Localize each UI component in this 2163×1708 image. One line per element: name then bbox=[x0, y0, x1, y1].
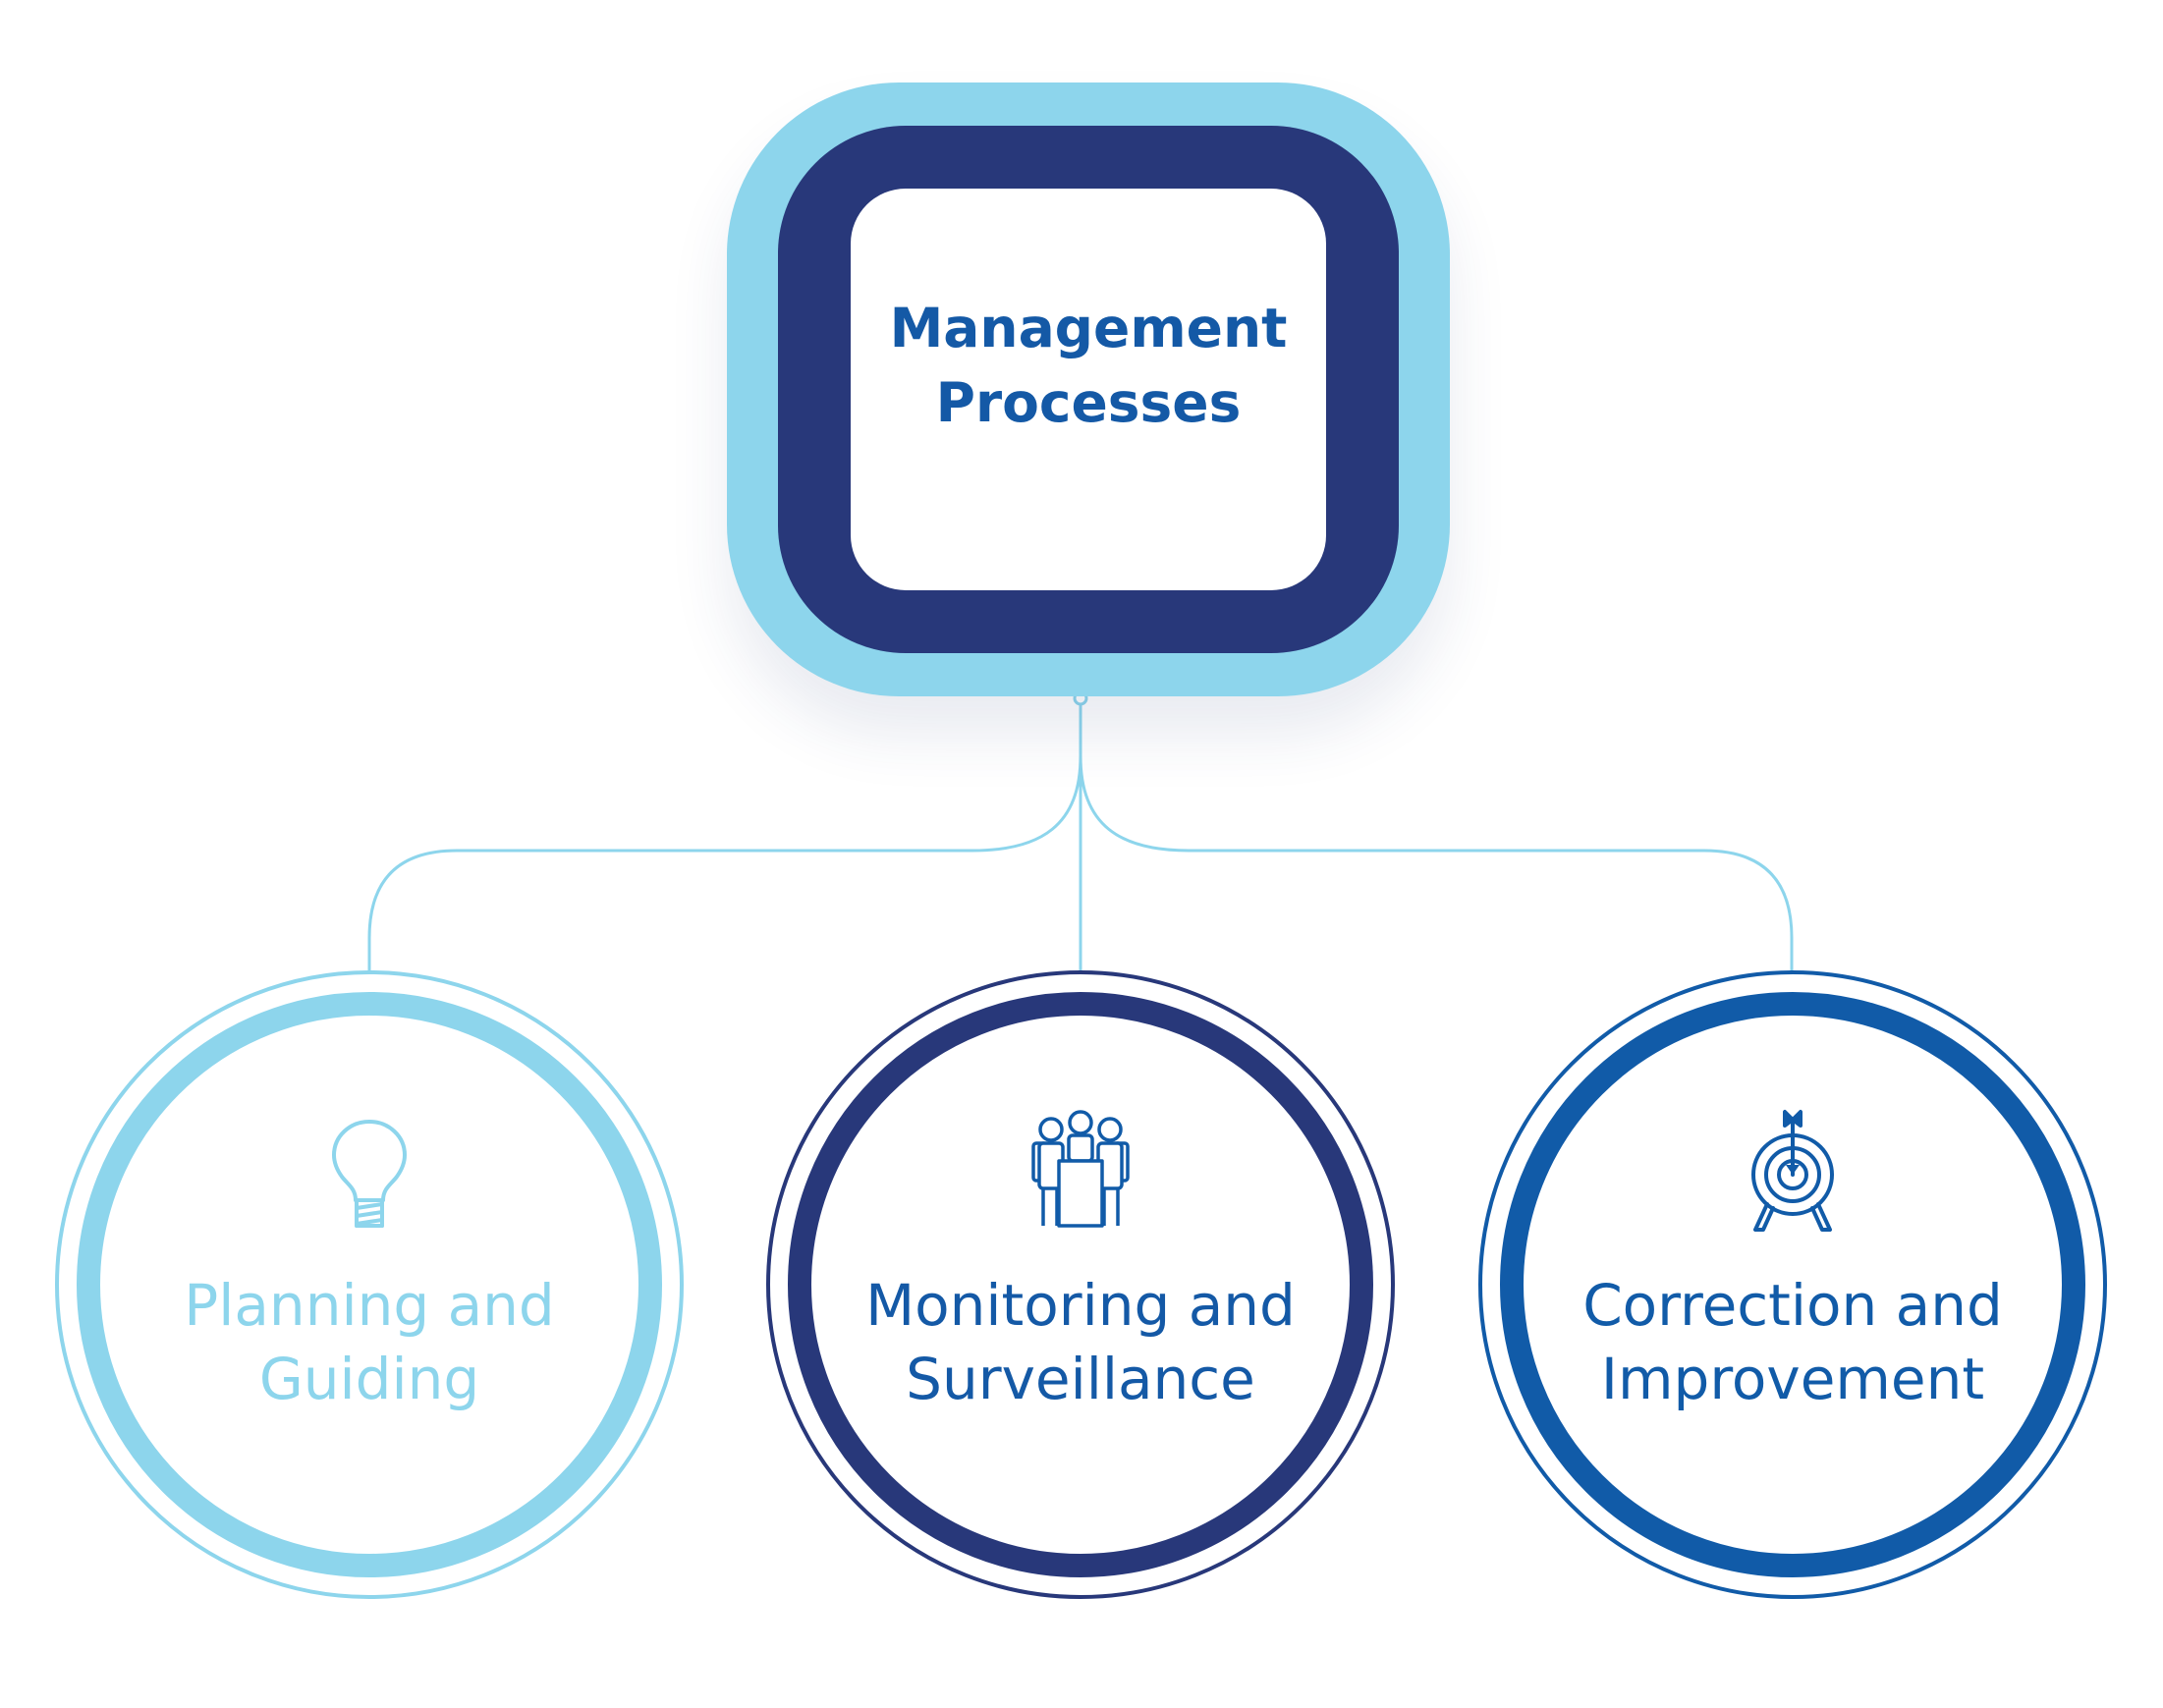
root-node-title: Management Processes bbox=[890, 291, 1288, 440]
node-label: Planning and Guiding bbox=[98, 1269, 640, 1416]
root-title-line2: Processes bbox=[935, 370, 1242, 434]
node-label: Monitoring and Surveillance bbox=[809, 1269, 1352, 1416]
root-node-frame: Management Processes bbox=[778, 126, 1399, 653]
target-arrow-icon bbox=[1751, 1110, 1834, 1232]
lightbulb-icon bbox=[332, 1120, 407, 1228]
root-node: Management Processes bbox=[727, 83, 1450, 696]
node-monitoring-surveillance: Monitoring and Surveillance bbox=[766, 970, 1395, 1599]
node-label-line1: Monitoring and bbox=[865, 1272, 1296, 1339]
node-label-line2: Surveillance bbox=[906, 1346, 1255, 1412]
node-planning-guiding: Planning and Guiding bbox=[55, 970, 684, 1599]
connector-left-branch bbox=[367, 755, 1082, 977]
node-label: Correction and Improvement bbox=[1522, 1269, 2064, 1416]
node-label-line2: Improvement bbox=[1600, 1346, 1985, 1412]
team-meeting-icon bbox=[1031, 1110, 1130, 1228]
node-label-line2: Guiding bbox=[258, 1346, 480, 1412]
node-correction-improvement: Correction and Improvement bbox=[1478, 970, 2107, 1599]
root-title-line1: Management bbox=[889, 296, 1288, 359]
node-label-line1: Planning and bbox=[184, 1272, 555, 1339]
node-label-line1: Correction and bbox=[1582, 1272, 2003, 1339]
connector-right-branch bbox=[1079, 755, 1794, 977]
root-node-body: Management Processes bbox=[851, 189, 1326, 590]
